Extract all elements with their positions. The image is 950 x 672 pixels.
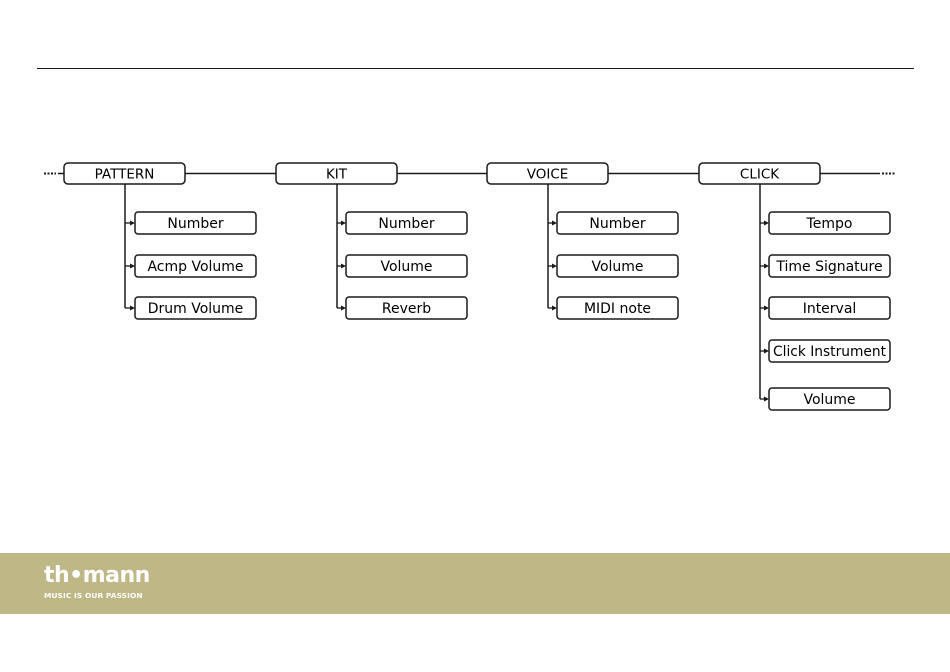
menu-label-voice: VOICE <box>527 167 569 183</box>
menu-label-kit: KIT <box>326 167 348 183</box>
footer-bar: th•mann MUSIC IS OUR PASSION <box>0 553 950 614</box>
submenu-label: Volume <box>380 259 432 275</box>
submenu-label: Reverb <box>382 301 431 317</box>
submenu-label: Interval <box>803 301 857 317</box>
logo-tagline: MUSIC IS OUR PASSION <box>44 591 143 600</box>
menu-label-pattern: PATTERN <box>95 167 155 183</box>
submenu-label: Click Instrument <box>773 344 886 360</box>
menu-label-click: CLICK <box>740 167 780 183</box>
submenu-label: Time Signature <box>775 259 882 275</box>
logo-wordmark: th•mann <box>44 565 150 587</box>
thomann-logo: th•mann MUSIC IS OUR PASSION <box>44 565 174 605</box>
submenu-label: Number <box>589 216 645 232</box>
submenu-label: Number <box>167 216 223 232</box>
submenu-label: Drum Volume <box>148 301 244 317</box>
submenu-label: Volume <box>591 259 643 275</box>
submenu-label: Tempo <box>806 216 853 232</box>
submenu-label: Volume <box>803 392 855 408</box>
submenu-label: MIDI note <box>584 301 651 317</box>
submenu-label: Number <box>378 216 434 232</box>
submenu-label: Acmp Volume <box>147 259 243 275</box>
